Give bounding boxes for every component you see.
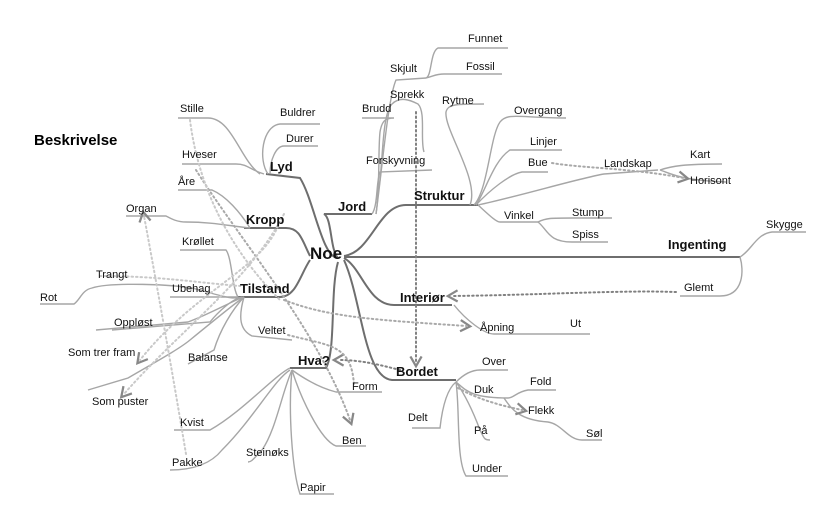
node-are[interactable]: Åre: [178, 175, 195, 188]
node-struktur[interactable]: Struktur: [414, 188, 465, 203]
node-krollet[interactable]: Krøllet: [182, 236, 214, 248]
node-bordet[interactable]: Bordet: [396, 364, 439, 379]
node-forskyvning[interactable]: Forskyvning: [366, 155, 425, 167]
node-kropp[interactable]: Kropp: [246, 212, 284, 227]
node-overgang[interactable]: Overgang: [514, 105, 562, 117]
node-balanse[interactable]: Balanse: [188, 352, 228, 364]
node-under[interactable]: Under: [472, 463, 502, 475]
main-branches: [238, 173, 740, 381]
node-pakke[interactable]: Pakke: [172, 457, 203, 469]
node-hveser[interactable]: Hveser: [182, 149, 217, 161]
node-flekk[interactable]: Flekk: [528, 405, 555, 417]
edge-noe-lyd: [265, 173, 339, 259]
node-kart[interactable]: Kart: [690, 149, 710, 161]
node-landskap[interactable]: Landskap: [604, 158, 652, 170]
node-linjer[interactable]: Linjer: [530, 136, 557, 148]
diagram-title: Beskrivelse: [34, 132, 117, 149]
node-trangt[interactable]: Trangt: [96, 269, 127, 281]
node-duk[interactable]: Duk: [474, 384, 494, 396]
node-vinkel[interactable]: Vinkel: [504, 210, 534, 222]
node-opplost[interactable]: Oppløst: [114, 317, 153, 329]
node-ut[interactable]: Ut: [570, 318, 581, 330]
node-jord[interactable]: Jord: [338, 199, 366, 214]
node-som-puster[interactable]: Som puster: [92, 396, 149, 408]
node-skjult[interactable]: Skjult: [390, 63, 417, 75]
node-rytme[interactable]: Rytme: [442, 95, 474, 107]
edge-noe-tilstand: [238, 259, 311, 298]
node-stille[interactable]: Stille: [180, 103, 204, 115]
node-glemt[interactable]: Glemt: [684, 282, 713, 294]
node-interior[interactable]: Interiør: [400, 290, 445, 305]
node-brudd[interactable]: Brudd: [362, 103, 391, 115]
node-apning[interactable]: Åpning: [480, 321, 514, 334]
leaf-branches: [40, 47, 806, 495]
node-lyd[interactable]: Lyd: [270, 159, 293, 174]
node-noe[interactable]: Noe: [310, 244, 342, 263]
dotted-links: [99, 111, 691, 455]
node-spiss[interactable]: Spiss: [572, 229, 599, 241]
node-sol[interactable]: Søl: [586, 428, 603, 440]
leaf-labels: Stille Buldrer Durer Hveser Åre Organ Kr…: [40, 33, 803, 494]
node-fold[interactable]: Fold: [530, 376, 551, 388]
edge-noe-interior: [343, 257, 452, 306]
node-tilstand[interactable]: Tilstand: [240, 281, 290, 296]
node-over[interactable]: Over: [482, 356, 506, 368]
node-veltet[interactable]: Veltet: [258, 325, 286, 337]
edge-noe-struktur: [343, 204, 478, 257]
node-durer[interactable]: Durer: [286, 133, 314, 145]
node-pa[interactable]: På: [474, 425, 488, 437]
node-som-trer-fram[interactable]: Som trer fram: [68, 347, 135, 359]
node-ben[interactable]: Ben: [342, 435, 362, 447]
main-labels: Noe Lyd Kropp Tilstand Jord Struktur Ing…: [240, 159, 727, 379]
node-horisont[interactable]: Horisont: [690, 175, 731, 187]
node-rot[interactable]: Rot: [40, 292, 57, 304]
node-delt[interactable]: Delt: [408, 412, 428, 424]
node-skygge[interactable]: Skygge: [766, 219, 803, 231]
node-funnet[interactable]: Funnet: [468, 33, 502, 45]
node-ubehag[interactable]: Ubehag: [172, 283, 211, 295]
edge-noe-kropp: [244, 227, 311, 257]
node-stump[interactable]: Stump: [572, 207, 604, 219]
node-steinoks[interactable]: Steinøks: [246, 447, 289, 459]
node-ingenting[interactable]: Ingenting: [668, 237, 727, 252]
node-kvist[interactable]: Kvist: [180, 417, 204, 429]
node-papir[interactable]: Papir: [300, 482, 326, 494]
node-hva[interactable]: Hva?: [298, 353, 330, 368]
node-bue[interactable]: Bue: [528, 157, 548, 169]
node-sprekk[interactable]: Sprekk: [390, 89, 425, 101]
edge-noe-bordet: [343, 259, 456, 381]
node-fossil[interactable]: Fossil: [466, 61, 495, 73]
node-organ[interactable]: Organ: [126, 203, 157, 215]
node-form[interactable]: Form: [352, 381, 378, 393]
node-buldrer[interactable]: Buldrer: [280, 107, 316, 119]
edge-noe-jord: [323, 213, 372, 259]
